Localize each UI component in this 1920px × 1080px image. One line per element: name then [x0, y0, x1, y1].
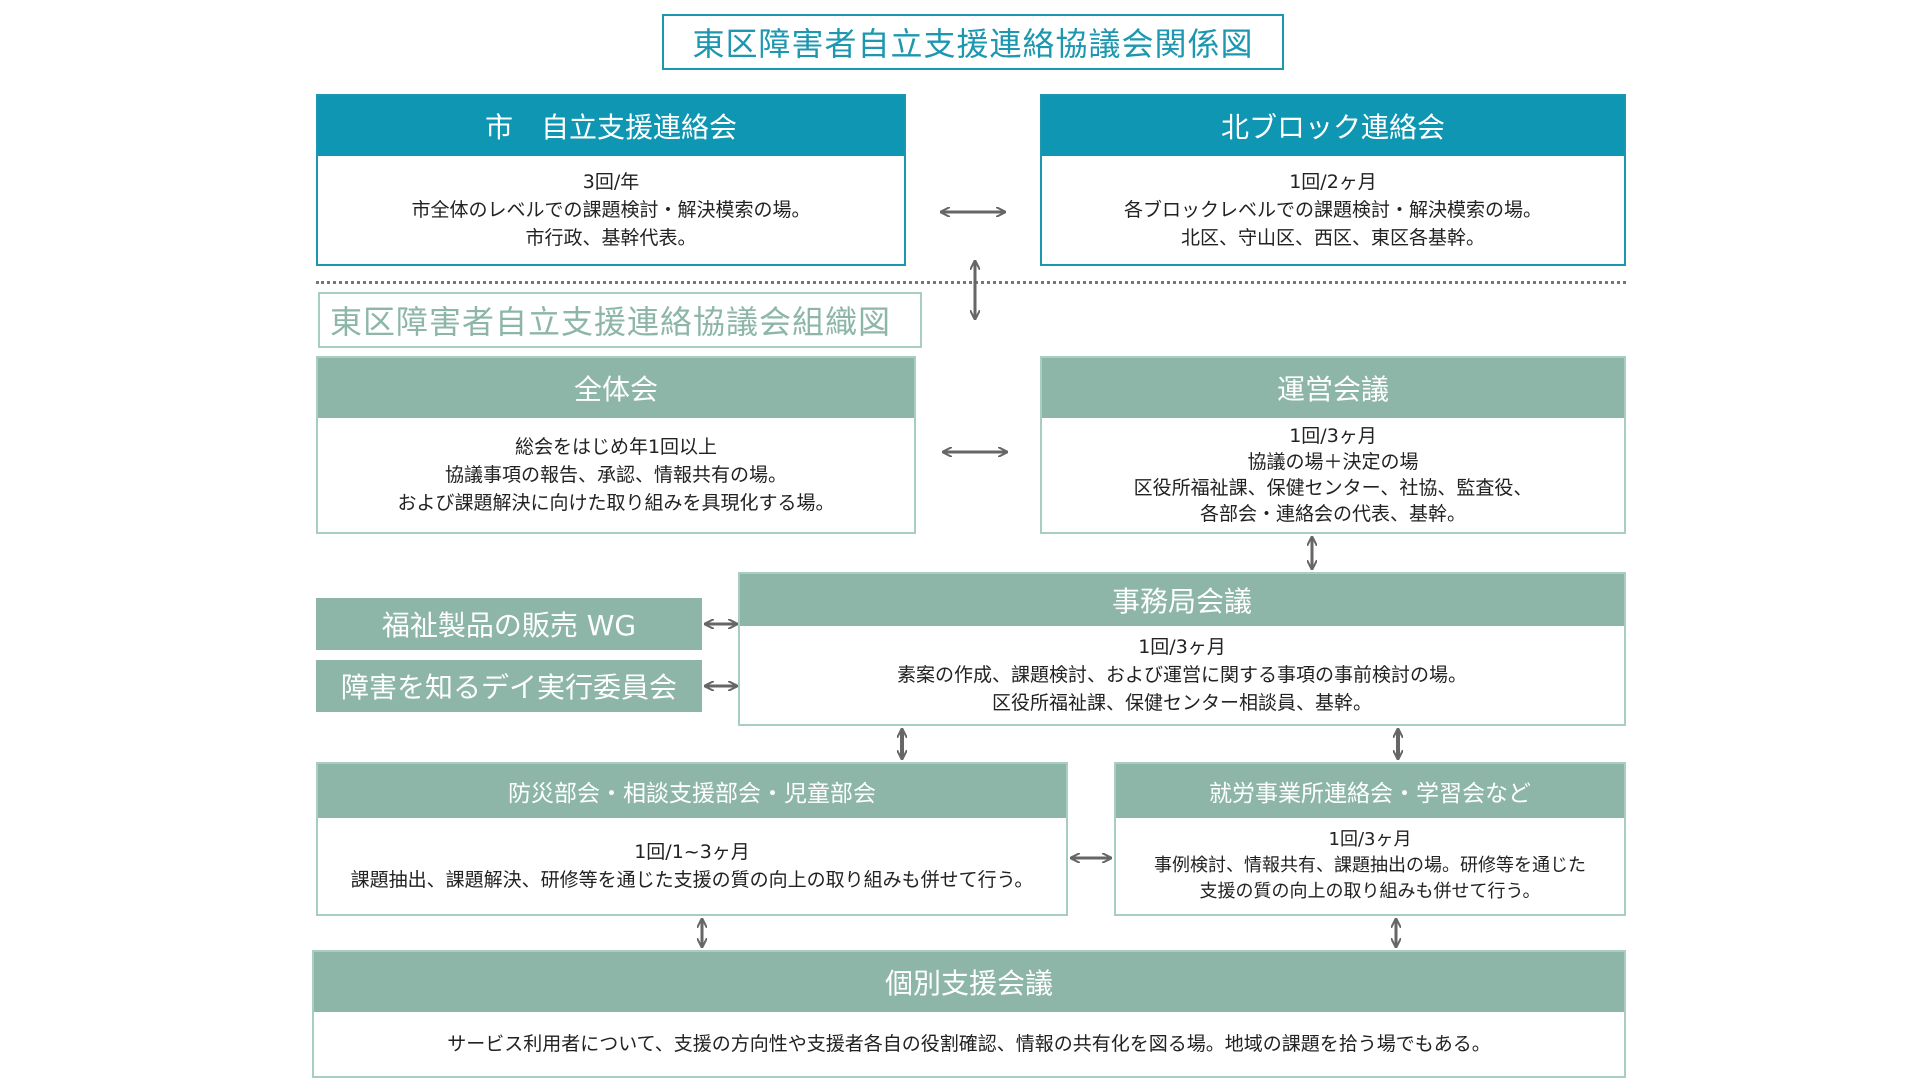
city-council-desc: 3回/年 市全体のレベルでの課題検討・解決模索の場。 市行政、基幹代表。 — [318, 156, 904, 264]
wg-day-committee-box: 障害を知るデイ実行委員会 — [316, 660, 702, 712]
desc-line: 区役所福祉課、保健センター相談員、基幹。 — [991, 692, 1372, 714]
employment-liaison-desc: 1回/3ヶ月 事例検討、情報共有、課題抽出の場。研修等を通じた 支援の質の向上の… — [1116, 818, 1624, 914]
subcommittees-desc: 1回/1~3ヶ月 課題抽出、課題解決、研修等を通じた支援の質の向上の取り組みも併… — [318, 818, 1066, 914]
desc-line: 支援の質の向上の取り組みも併せて行う。 — [1199, 881, 1541, 902]
desc-line: 1回/3ヶ月 — [1138, 636, 1226, 658]
desc-line: 協議事項の報告、承認、情報共有の場。 — [444, 464, 787, 486]
north-block-title: 北ブロック連絡会 — [1042, 96, 1624, 156]
org-chart-title: 東区障害者自立支援連絡協議会組織図 — [318, 292, 922, 348]
north-block-box: 北ブロック連絡会 1回/2ヶ月 各ブロックレベルでの課題検討・解決模索の場。 北… — [1040, 94, 1626, 266]
individual-support-title: 個別支援会議 — [314, 952, 1624, 1012]
general-meeting-desc: 総会をはじめ年1回以上 協議事項の報告、承認、情報共有の場。 および課題解決に向… — [318, 418, 914, 532]
secretariat-meeting-box: 事務局会議 1回/3ヶ月 素案の作成、課題検討、および運営に関する事項の事前検討… — [738, 572, 1626, 726]
general-meeting-box: 全体会 総会をはじめ年1回以上 協議事項の報告、承認、情報共有の場。 および課題… — [316, 356, 916, 534]
desc-line: 1回/1~3ヶ月 — [634, 841, 750, 863]
individual-support-box: 個別支援会議 サービス利用者について、支援の方向性や支援者各自の役割確認、情報の… — [312, 950, 1626, 1078]
individual-support-desc: サービス利用者について、支援の方向性や支援者各自の役割確認、情報の共有化を図る場… — [314, 1012, 1624, 1076]
desc-line: 各ブロックレベルでの課題検討・解決模索の場。 — [1123, 199, 1542, 221]
desc-line: 課題抽出、課題解決、研修等を通じた支援の質の向上の取り組みも併せて行う。 — [350, 869, 1034, 891]
city-council-title: 市 自立支援連絡会 — [318, 96, 904, 156]
north-block-desc: 1回/2ヶ月 各ブロックレベルでの課題検討・解決模索の場。 北区、守山区、西区、… — [1042, 156, 1624, 264]
desc-line: 1回/3ヶ月 — [1328, 829, 1412, 850]
general-meeting-title: 全体会 — [318, 358, 914, 418]
diagram-title: 東区障害者自立支援連絡協議会関係図 — [662, 14, 1284, 70]
desc-line: 北区、守山区、西区、東区各基幹。 — [1180, 227, 1485, 249]
desc-line: サービス利用者について、支援の方向性や支援者各自の役割確認、情報の共有化を図る場… — [447, 1033, 1491, 1055]
subcommittees-title: 防災部会・相談支援部会・児童部会 — [318, 764, 1066, 818]
desc-line: 1回/3ヶ月 — [1289, 425, 1377, 447]
secretariat-meeting-desc: 1回/3ヶ月 素案の作成、課題検討、および運営に関する事項の事前検討の場。 区役… — [740, 626, 1624, 724]
steering-meeting-desc: 1回/3ヶ月 協議の場＋決定の場 区役所福祉課、保健センター、社協、監査役、 各… — [1042, 418, 1624, 532]
desc-line: 3回/年 — [582, 171, 640, 193]
desc-line: 市全体のレベルでの課題検討・解決模索の場。 — [411, 199, 811, 221]
desc-line: 1回/2ヶ月 — [1289, 171, 1377, 193]
desc-line: 総会をはじめ年1回以上 — [514, 436, 718, 458]
employment-liaison-title: 就労事業所連絡会・学習会など — [1116, 764, 1624, 818]
wg-sales-box: 福祉製品の販売 WG — [316, 598, 702, 650]
employment-liaison-box: 就労事業所連絡会・学習会など 1回/3ヶ月 事例検討、情報共有、課題抽出の場。研… — [1114, 762, 1626, 916]
subcommittees-box: 防災部会・相談支援部会・児童部会 1回/1~3ヶ月 課題抽出、課題解決、研修等を… — [316, 762, 1068, 916]
desc-line: 事例検討、情報共有、課題抽出の場。研修等を通じた — [1154, 855, 1586, 876]
steering-meeting-title: 運営会議 — [1042, 358, 1624, 418]
secretariat-meeting-title: 事務局会議 — [740, 574, 1624, 626]
desc-line: 協議の場＋決定の場 — [1247, 451, 1419, 473]
desc-line: および課題解決に向けた取り組みを具現化する場。 — [397, 492, 835, 514]
desc-line: 区役所福祉課、保健センター、社協、監査役、 — [1133, 477, 1533, 499]
desc-line: 各部会・連絡会の代表、基幹。 — [1199, 503, 1466, 525]
city-council-box: 市 自立支援連絡会 3回/年 市全体のレベルでの課題検討・解決模索の場。 市行政… — [316, 94, 906, 266]
desc-line: 素案の作成、課題検討、および運営に関する事項の事前検討の場。 — [896, 664, 1467, 686]
steering-meeting-box: 運営会議 1回/3ヶ月 協議の場＋決定の場 区役所福祉課、保健センター、社協、監… — [1040, 356, 1626, 534]
desc-line: 市行政、基幹代表。 — [525, 227, 697, 249]
